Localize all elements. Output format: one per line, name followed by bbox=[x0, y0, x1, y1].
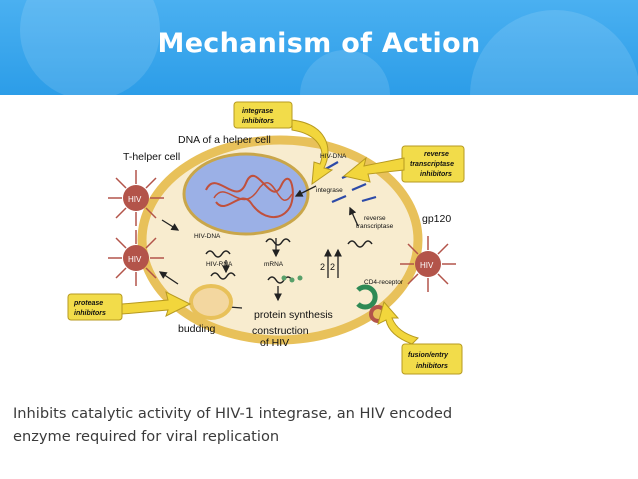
cell-dna-strand-2 bbox=[213, 182, 293, 202]
label-mrna: mRNA bbox=[264, 261, 284, 268]
arrow-rt bbox=[349, 206, 359, 227]
label-construction: construction bbox=[252, 325, 309, 337]
diagram-svg: DNA of a helper cell T-helper cell HIV-D… bbox=[67, 101, 465, 375]
label-t-helper-cell: T-helper cell bbox=[123, 151, 180, 163]
rna-squiggle-left bbox=[205, 250, 231, 258]
cd4-receptor bbox=[356, 284, 378, 310]
rna-squiggle-low bbox=[210, 272, 236, 280]
cell-nucleus bbox=[182, 152, 310, 236]
label-hiv-rna: HIV-RNA bbox=[206, 261, 233, 268]
label-integrase-inhibitors-2: inhibitors bbox=[242, 118, 274, 125]
label-protease-inhibitors-2: inhibitors bbox=[74, 310, 106, 317]
rna-squiggle-right bbox=[347, 240, 373, 248]
caption-line-2: enzyme required for viral replication bbox=[13, 428, 280, 445]
caption-line-1: Inhibits catalytic activity of HIV-1 int… bbox=[13, 405, 453, 422]
marker-two-b: 2 bbox=[330, 262, 335, 272]
label-gp120: gp120 bbox=[422, 213, 451, 225]
label-hiv-dna-top: HIV-DNA bbox=[320, 153, 347, 160]
arrow-fusion-inhibitor bbox=[377, 300, 419, 345]
label-hiv-2: HIV bbox=[128, 255, 142, 264]
label-integrase-inhibitors-1: integrase bbox=[242, 108, 273, 115]
label-of-hiv: of HIV bbox=[260, 337, 289, 349]
cell-dna-strand bbox=[205, 174, 294, 219]
label-rt-inhibitors-2: transcriptase bbox=[410, 161, 454, 168]
label-dna-helper-cell: DNA of a helper cell bbox=[178, 134, 271, 146]
label-integrase: integrase bbox=[316, 187, 343, 194]
hiv-mechanism-diagram: DNA of a helper cell T-helper cell HIV-D… bbox=[66, 98, 466, 380]
fusion-inhibitors-box bbox=[401, 343, 463, 375]
label-hiv-3: HIV bbox=[420, 261, 434, 270]
ribosome-dots bbox=[281, 275, 287, 281]
label-fusion-inhibitors-1: fusion/entry bbox=[408, 352, 449, 359]
label-hiv-dna-left: HIV-DNA bbox=[194, 233, 221, 240]
ribosome-dot bbox=[297, 275, 303, 281]
arrow-protease-inhibitor bbox=[121, 291, 192, 317]
arrow-virus-1 bbox=[161, 219, 180, 231]
title-banner: Mechanism of Action bbox=[0, 0, 638, 95]
ribosome-dot bbox=[289, 277, 295, 283]
label-fusion-inhibitors-2: inhibitors bbox=[416, 363, 448, 370]
integrase-inhibitors-box bbox=[233, 101, 293, 129]
arrow-virus-2 bbox=[158, 271, 179, 285]
label-protease-inhibitors-1: protease bbox=[73, 300, 103, 307]
label-hiv-1: HIV bbox=[128, 195, 142, 204]
label-protein-synthesis: protein synthesis bbox=[254, 309, 333, 321]
hiv-virus-1 bbox=[108, 170, 164, 226]
label-budding: budding bbox=[178, 323, 216, 335]
arrow-rt-inhibitor bbox=[342, 156, 405, 183]
budding-virion bbox=[189, 284, 233, 320]
label-cd4-receptor: CD4-receptor bbox=[364, 279, 404, 286]
slide-caption: Inhibits catalytic activity of HIV-1 int… bbox=[13, 402, 623, 448]
arrow-integrase-inhibitor bbox=[291, 119, 334, 186]
label-rt-inhibitors-3: inhibitors bbox=[420, 171, 452, 178]
label-transcriptase: transcriptase bbox=[356, 223, 394, 230]
marker-two: 2 bbox=[320, 262, 325, 272]
slide-title: Mechanism of Action bbox=[157, 28, 481, 59]
label-rt-inhibitors-1: reverse bbox=[424, 151, 449, 158]
rna-squiggle-mid bbox=[265, 238, 291, 246]
mrna-squiggle bbox=[267, 276, 293, 284]
arrow-integrase bbox=[294, 185, 317, 197]
label-reverse: reverse bbox=[364, 215, 386, 222]
hiv-virus-3 bbox=[400, 236, 456, 292]
hiv-virus-2 bbox=[108, 230, 164, 286]
